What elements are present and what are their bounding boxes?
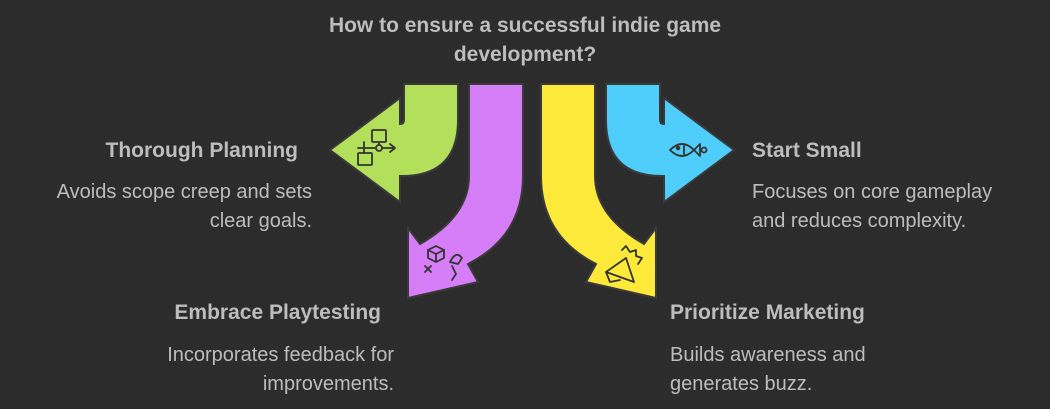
description-embrace-playtesting: Incorporates feedback for improvements. — [167, 344, 394, 395]
heading-start-small: Start Small — [752, 139, 862, 162]
purple-arrow — [407, 83, 524, 300]
blue-arrow — [605, 83, 736, 204]
heading-prioritize-marketing: Prioritize Marketing — [670, 301, 865, 324]
diagram-title: How to ensure a successful indie game de… — [328, 14, 722, 66]
flowchart-icon — [357, 129, 396, 166]
description-thorough-planning: Avoids scope creep and sets clear goals. — [56, 181, 312, 232]
heading-embrace-playtesting: Embrace Playtesting — [174, 301, 381, 324]
description-start-small: Focuses on core gameplay and reduces com… — [752, 181, 993, 232]
small-fish-icon — [669, 143, 708, 157]
playtesting-icon — [424, 245, 463, 281]
green-arrow — [328, 83, 459, 204]
description-prioritize-marketing: Builds awareness and generates buzz. — [670, 344, 866, 395]
heading-thorough-planning: Thorough Planning — [105, 139, 298, 162]
yellow-arrow — [540, 83, 657, 300]
megaphone-icon — [605, 245, 643, 283]
